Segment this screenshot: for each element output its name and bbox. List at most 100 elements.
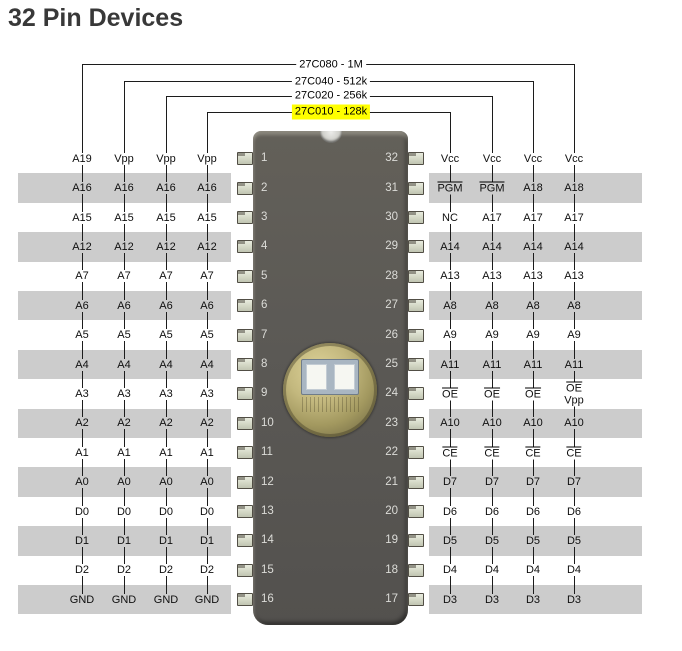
pin-label: Vpp	[112, 152, 136, 165]
pin-label: A14	[480, 240, 504, 253]
pin-number: 29	[385, 240, 398, 253]
signal-second-line: Vpp	[564, 394, 584, 407]
pin-label: A6	[157, 299, 175, 312]
pin-label: D7	[523, 476, 543, 489]
pin-label: D5	[523, 534, 543, 547]
pin-label: D2	[197, 564, 217, 577]
bracket-left-vertical-line	[124, 81, 125, 153]
pin-label: GND	[67, 593, 97, 606]
pin-number: 2	[261, 181, 268, 194]
pin-label: D6	[482, 505, 502, 518]
pin-label: A18	[521, 182, 545, 195]
pin-label: A0	[157, 476, 175, 489]
chip-pin-left	[237, 534, 253, 548]
bracket-left-vertical-line	[207, 111, 208, 153]
pin-label: A17	[480, 211, 504, 224]
pin-number: 27	[385, 299, 398, 312]
pin-label: D4	[440, 564, 460, 577]
pin-label: A4	[115, 358, 133, 371]
pin-label: OE	[440, 387, 460, 401]
pin-label: A9	[483, 329, 501, 342]
pin-label: A15	[112, 211, 136, 224]
pin-label: D7	[482, 476, 502, 489]
column-line	[574, 150, 575, 597]
pin-label: A11	[438, 358, 462, 371]
pin-label: A2	[115, 417, 133, 430]
pin-number: 16	[261, 593, 274, 606]
chip-pin-right	[408, 593, 424, 607]
pin-label: A13	[562, 270, 586, 283]
column-line	[533, 150, 534, 597]
pin-number: 18	[385, 563, 398, 576]
pin-label: A2	[157, 417, 175, 430]
pin-label: A8	[483, 299, 501, 312]
pin-label: A14	[521, 240, 545, 253]
pin-label: A2	[198, 417, 216, 430]
pin-label: A3	[198, 387, 216, 400]
pin-label: A6	[198, 299, 216, 312]
pin-label: D0	[197, 505, 217, 518]
chip-pin-left	[237, 328, 253, 342]
pin-label: A3	[73, 387, 91, 400]
bracket-right-vertical-line	[574, 64, 575, 153]
chip-pin-right	[408, 446, 424, 460]
pin-label: CE	[440, 446, 460, 460]
pin-label: A0	[198, 476, 216, 489]
pin-label: A16	[154, 182, 178, 195]
chip-pin-left	[237, 563, 253, 577]
chip-pin-right	[408, 563, 424, 577]
chip-pin-left	[237, 181, 253, 195]
pin-number: 4	[261, 240, 268, 253]
pin-label: A9	[524, 329, 542, 342]
chip-pin-left	[237, 152, 253, 166]
pin-label: A17	[521, 211, 545, 224]
pin-label: A11	[562, 358, 586, 371]
pin-label: Vpp	[154, 152, 178, 165]
bracket-right-vertical-line	[450, 111, 451, 153]
pin-number: 26	[385, 328, 398, 341]
pin-number: 17	[385, 593, 398, 606]
pin-label: A8	[524, 299, 542, 312]
pin-label: D6	[564, 505, 584, 518]
pin-label: D4	[564, 564, 584, 577]
pin-label: A16	[70, 182, 94, 195]
pin-label: A9	[565, 329, 583, 342]
pin-label: D2	[156, 564, 176, 577]
pin-label: D2	[114, 564, 134, 577]
chip-pin-left	[237, 299, 253, 313]
pin-number: 15	[261, 563, 274, 576]
pin-number: 31	[385, 181, 398, 194]
pin-label: GND	[192, 593, 222, 606]
pin-label: A16	[195, 182, 219, 195]
pin-number: 13	[261, 505, 274, 517]
pin-label: A0	[73, 476, 91, 489]
pin-label: A12	[154, 240, 178, 253]
pin-label: Vcc	[562, 152, 586, 165]
pin-label: A5	[73, 329, 91, 342]
bracket-right-vertical-line	[492, 95, 493, 153]
bracket-left-vertical-line	[166, 95, 167, 153]
pin-label: A6	[73, 299, 91, 312]
pin-label: D1	[197, 534, 217, 547]
pin-label: A5	[115, 329, 133, 342]
pin-label: D0	[114, 505, 134, 518]
pin-label: D4	[523, 564, 543, 577]
page-title: 32 Pin Devices	[8, 4, 184, 32]
chip-pin-right	[408, 152, 424, 166]
pin-label: D5	[440, 534, 460, 547]
chip-pin-right	[408, 240, 424, 254]
pin-label: D6	[523, 505, 543, 518]
pin-number: 25	[385, 358, 398, 370]
pin-label: A15	[154, 211, 178, 224]
pin-label: A18	[562, 182, 586, 195]
pin-label: A10	[562, 417, 586, 430]
pin-label: A9	[441, 329, 459, 342]
pin-number: 32	[385, 152, 398, 165]
chip-pin-right	[408, 328, 424, 342]
pin-label: CE	[564, 446, 584, 460]
pin-label: A1	[73, 446, 91, 459]
pin-label: A1	[198, 446, 216, 459]
die-memory-array-right	[334, 364, 355, 390]
pin-label: A10	[521, 417, 545, 430]
